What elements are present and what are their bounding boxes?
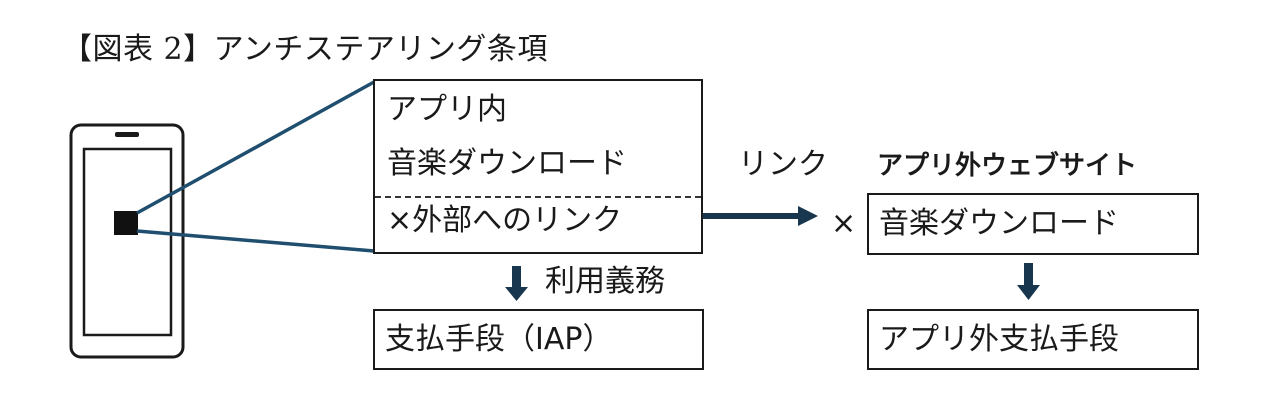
iap-down-arrow-shaft xyxy=(512,266,521,290)
zoom-line-top xyxy=(136,80,375,215)
smartphone-screen xyxy=(82,147,173,337)
external-music-download-label: 音楽ダウンロード xyxy=(879,206,1119,241)
external-link-prohibited-label: ×外部へのリンク xyxy=(387,203,623,238)
in-app-label: アプリ内 xyxy=(387,92,507,127)
in-app-box: アプリ内 音楽ダウンロード ×外部へのリンク xyxy=(373,79,703,254)
external-payment-label: アプリ外支払手段 xyxy=(879,322,1119,357)
in-app-music-download-label: 音楽ダウンロード xyxy=(387,146,627,181)
iap-payment-label: 支払手段（IAP） xyxy=(385,322,613,357)
link-arrow-head xyxy=(798,206,818,226)
app-icon-square xyxy=(114,211,138,235)
external-payment-box: アプリ外支払手段 xyxy=(867,309,1199,370)
smartphone-outline xyxy=(69,123,185,359)
iap-down-arrow-head xyxy=(505,287,528,301)
usage-obligation-label: 利用義務 xyxy=(545,264,665,299)
external-down-arrow-shaft xyxy=(1024,263,1033,288)
figure-title: 【図表 2】アンチステアリング条項 xyxy=(62,32,548,67)
smartphone-speaker xyxy=(115,132,139,137)
link-prohibited-mark: × xyxy=(831,206,857,241)
external-website-header: アプリ外ウェブサイト xyxy=(877,151,1138,181)
zoom-line-bottom xyxy=(136,229,375,253)
link-label: リンク xyxy=(738,147,828,182)
external-down-arrow-head xyxy=(1017,285,1040,300)
iap-payment-box: 支払手段（IAP） xyxy=(373,309,704,370)
dashed-divider xyxy=(375,196,701,198)
external-music-download-box: 音楽ダウンロード xyxy=(867,193,1199,255)
